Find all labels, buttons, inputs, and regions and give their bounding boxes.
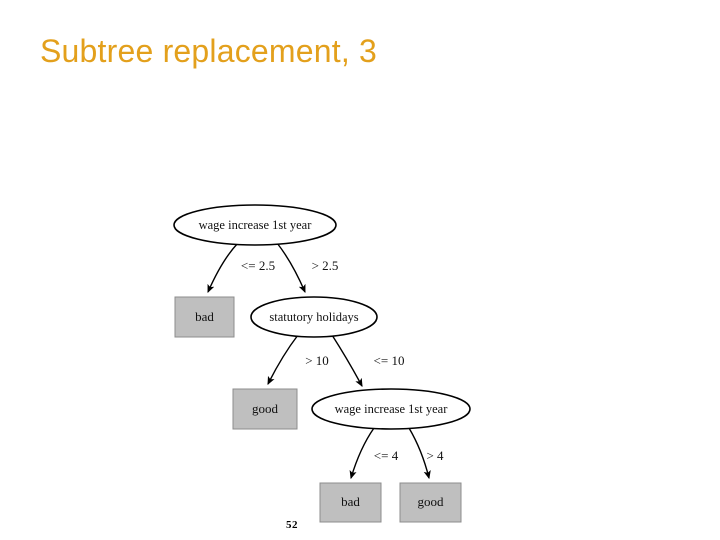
edge-wage2-to-good (408, 427, 431, 480)
node-wage-increase-second[interactable]: wage increase 1st year (311, 388, 471, 430)
edge-root-to-bad (207, 242, 239, 294)
node-statutory-holidays-label: statutory holidays (269, 310, 358, 324)
leaf-good-bottom[interactable]: good (399, 482, 462, 523)
edge-label-lte-10: <= 10 (374, 353, 405, 368)
edge-wage2-to-bad (349, 427, 375, 480)
leaf-bad-bottom-rect (319, 482, 382, 523)
leaf-good-bottom-label: good (418, 494, 445, 509)
node-statutory-holidays[interactable]: statutory holidays (250, 296, 378, 338)
page-title: Subtree replacement, 3 (40, 33, 378, 69)
edge-label-lte-4: <= 4 (374, 448, 399, 463)
leaf-bad-top-label: bad (195, 309, 214, 324)
leaf-good-middle[interactable]: good (232, 388, 298, 430)
edge-holidays-to-wage2 (331, 334, 363, 387)
leaf-bad-top-rect (174, 296, 235, 338)
edge-label-gt-10: > 10 (305, 353, 329, 368)
leaf-good-middle-label: good (252, 401, 279, 416)
leaf-good-middle-rect (232, 388, 298, 430)
edge-label-gt-2-5: > 2.5 (312, 258, 339, 273)
node-wage-increase-second-label: wage increase 1st year (335, 402, 449, 416)
node-statutory-holidays-ellipse (250, 296, 378, 338)
leaf-bad-bottom-label: bad (341, 494, 360, 509)
leaf-bad-top[interactable]: bad (174, 296, 235, 338)
leaf-good-bottom-rect (399, 482, 462, 523)
leaf-bad-bottom[interactable]: bad (319, 482, 382, 523)
node-root-label: wage increase 1st year (199, 218, 313, 232)
edge-label-gt-4: > 4 (426, 448, 444, 463)
node-root-ellipse (173, 204, 337, 246)
edge-holidays-to-good (267, 334, 299, 386)
edge-root-to-statutory-holidays (276, 242, 306, 294)
node-wage-increase-second-ellipse (311, 388, 471, 430)
edge-label-lte-2-5: <= 2.5 (241, 258, 275, 273)
page-number: 52 (286, 519, 298, 531)
node-root-wage-increase[interactable]: wage increase 1st year (173, 204, 337, 246)
